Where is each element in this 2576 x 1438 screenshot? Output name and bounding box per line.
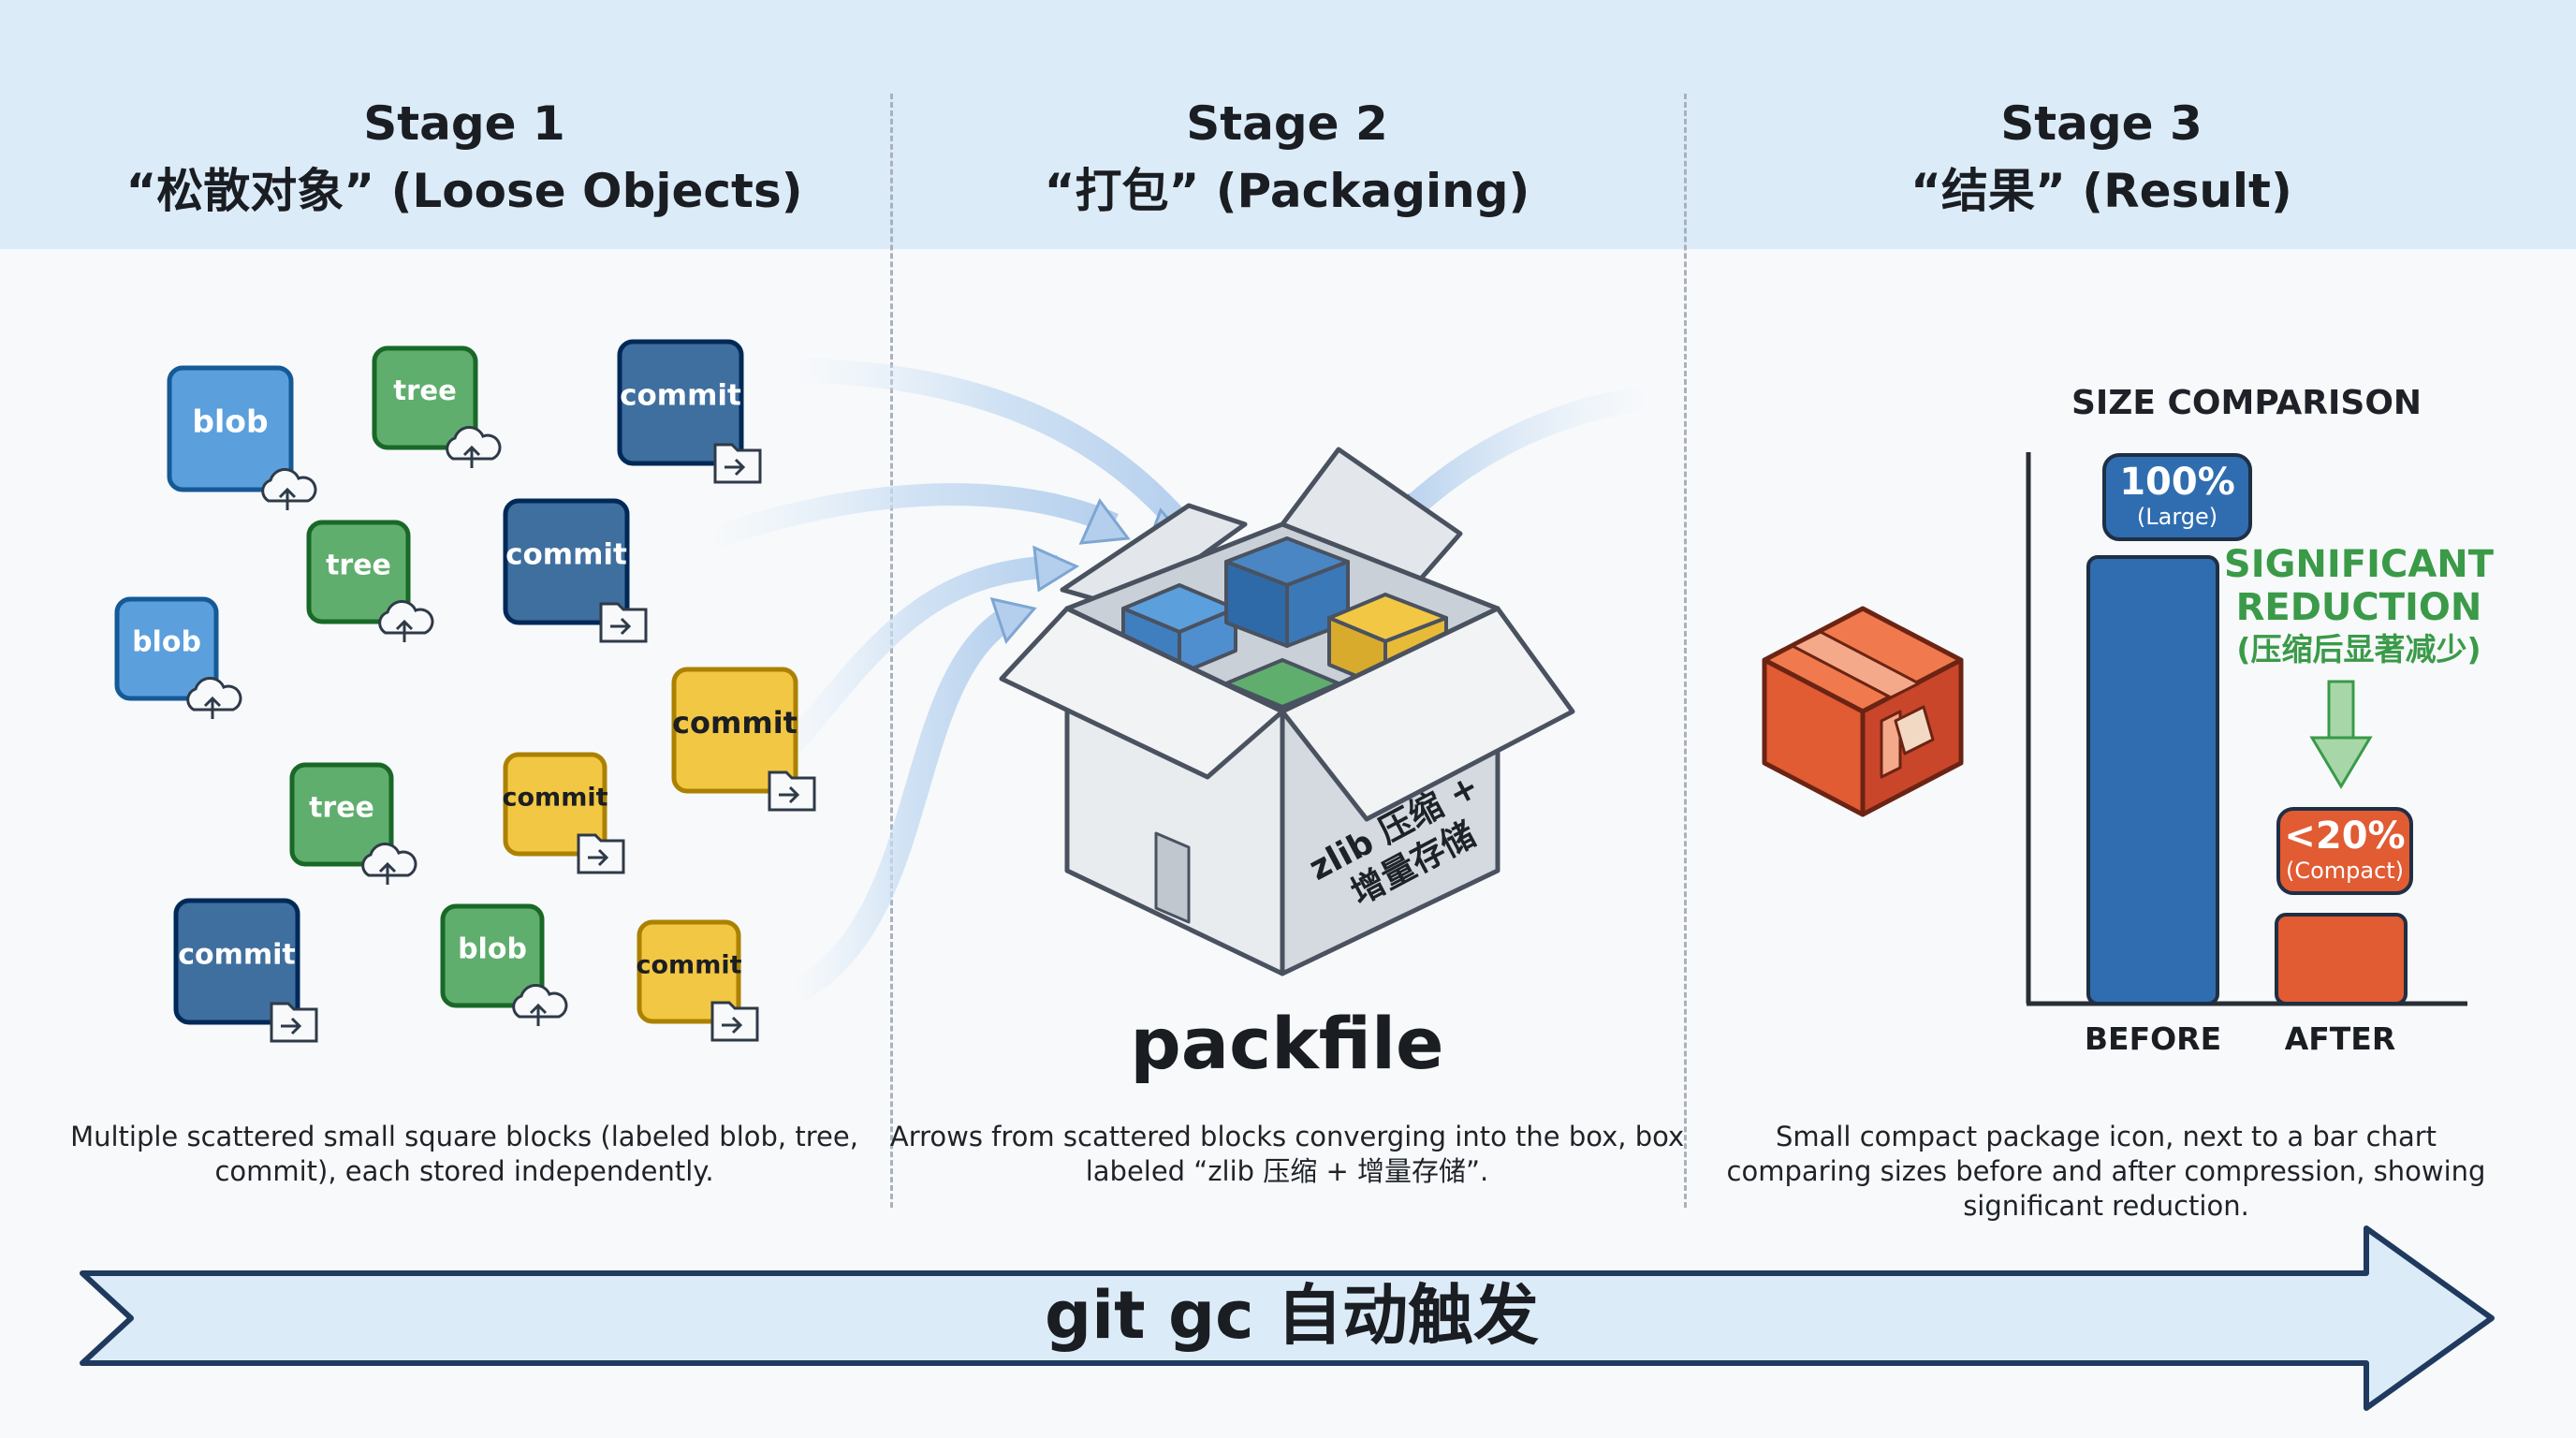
cloud-upload-icon [186,677,242,719]
box-flap-front-right [1280,606,1575,822]
stage-2-header: Stage 2 “打包” (Packaging) [866,90,1708,225]
converge-arrow [768,555,1059,770]
bar-after [2275,913,2408,1005]
flow-arrow [80,1225,2495,1411]
converge-arrow [795,358,1199,542]
packfile-label: packfile [1130,1002,1444,1085]
before-value-badge: 100% (Large) [2102,453,2252,541]
cloud-upload-icon [361,843,417,885]
cloud-upload-icon [261,468,317,510]
loose-block-commit: commit [503,498,648,643]
folder-arrow-icon [710,1001,759,1042]
stage-divider-2 [1684,94,1687,1208]
loose-block-commit: commit [617,339,762,484]
loose-block-commit: commit [671,667,816,812]
folder-arrow-icon [713,443,762,484]
stage-3-title: Stage 3 [2000,96,2203,151]
block-label: commit [672,705,798,741]
flow-arrow-label: git gc 自动触发 [1045,1277,1539,1354]
loose-block-commit: commit [173,898,318,1043]
after-value-badge: <20% (Compact) [2276,807,2413,895]
loose-block-tree: tree [372,345,502,468]
before-value: 100% [2119,461,2235,504]
block-square [503,498,630,625]
stage-1-title: Stage 1 [363,96,565,151]
block-square [671,667,798,794]
stage-3-subtitle: “结果” (Result) [1910,164,2292,218]
converge-arrow [989,596,1037,644]
block-square [372,345,478,450]
loose-block-commit: commit [503,752,625,874]
cloud-upload-icon [512,984,568,1026]
stage-3-header: Stage 3 “结果” (Result) [1680,90,2523,225]
block-label: tree [326,550,391,582]
package-box-icon [1762,606,1964,817]
loose-block-tree: tree [289,762,417,885]
block-label: tree [393,374,457,406]
loose-block-tree: tree [306,520,434,642]
stage-1-subtitle: “松散对象” (Loose Objects) [125,164,803,218]
reduction-callout: SIGNIFICANT REDUCTION (压缩后显著减少) [2200,543,2518,670]
bar-before [2086,555,2219,1005]
box-flap-front-left [999,606,1285,780]
stage-2-title: Stage 2 [1186,96,1388,151]
block-label: commit [620,379,741,413]
after-axis-label: AFTER [2284,1020,2396,1057]
block-square [289,762,394,867]
header-band [0,0,2576,249]
before-axis-label: BEFORE [2084,1020,2222,1057]
cloud-upload-icon [378,600,434,642]
block-label: commit [503,784,608,813]
stage-2-caption: Arrows from scattered blocks converging … [889,1121,1685,1187]
after-note: (Compact) [2285,858,2405,884]
block-label: blob [458,933,527,966]
converge-arrow [1385,386,1649,534]
size-comparison-title: SIZE COMPARISON [2071,384,2422,422]
block-label: blob [132,626,201,659]
converge-arrow [708,483,1119,550]
reduction-cn: (压缩后显著减少) [2236,631,2481,668]
stage-1-caption: Multiple scattered small square blocks (… [70,1121,858,1187]
block-square [114,596,219,701]
reduction-arrow [2309,680,2373,789]
converge-arrow [789,602,1022,1004]
folder-arrow-icon [768,770,816,812]
box-tape-tear [1154,831,1191,924]
folder-arrow-icon [270,1002,318,1043]
loose-blocks: blob tree commit tree commit blob commit tree co… [114,339,816,1043]
block-label: blob [192,404,268,440]
block-label: commit [505,538,627,572]
folder-arrow-icon [599,602,648,643]
loose-block-blob: blob [440,903,568,1026]
stage-divider-1 [890,94,893,1208]
block-label: tree [309,792,374,825]
before-note: (Large) [2136,504,2218,530]
loose-block-blob: blob [114,596,242,719]
after-value: <20% [2284,814,2406,858]
stage-3-caption: Small compact package icon, next to a ba… [1726,1121,2486,1222]
block-square [173,898,300,1025]
cloud-upload-icon [446,426,502,468]
size-comparison-chart [2026,452,2467,1006]
block-label: commit [178,939,296,972]
loose-block-commit: commit [637,919,759,1042]
stage-1-header: Stage 1 “松散对象” (Loose Objects) [43,90,886,225]
block-square [440,903,545,1008]
block-label: commit [637,951,742,980]
block-square [637,919,741,1024]
packfile-box [999,447,1575,976]
folder-arrow-icon [577,833,625,874]
block-square [503,752,607,857]
loose-block-blob: blob [167,365,317,510]
converge-arrow [1032,545,1080,593]
block-square [167,365,294,492]
block-square [306,520,411,624]
stage-2-subtitle: “打包” (Packaging) [1044,164,1530,218]
converge-arrow [1078,498,1131,545]
block-square [617,339,744,466]
reduction-en: SIGNIFICANT REDUCTION [2223,543,2495,629]
